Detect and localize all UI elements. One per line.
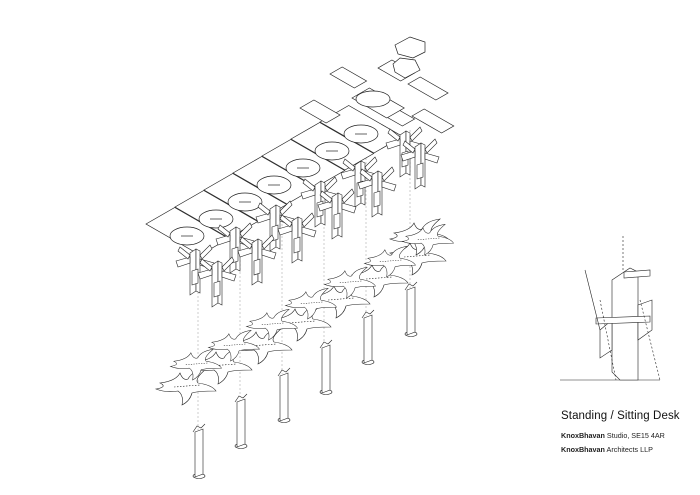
support-bracket [385,126,425,178]
beam-node [169,349,222,381]
support-bracket [237,234,277,286]
support-bracket [357,166,397,218]
top-block [392,57,421,79]
drawing-caption: Standing / Sitting Desk KnoxBhavan Studi… [561,410,696,457]
support-bracket [197,256,237,308]
top-panel [299,99,341,124]
firm-line: KnoxBhavan Architects LLP [561,443,696,457]
section-top [623,269,651,279]
beam-node [401,224,454,256]
floor-post [404,281,418,337]
support-bracket [175,244,215,296]
floor-post [192,423,206,479]
section-column [611,267,639,381]
beam-node [284,288,337,320]
section-desk-low [595,315,651,325]
support-brackets [175,126,440,308]
firm-suffix: Architects LLP [604,445,653,454]
floor-post [361,309,375,365]
cross-beam-nodes [154,218,454,406]
section-guide [599,299,617,381]
beam-node [323,267,376,299]
top-block [394,36,426,59]
beam-node [207,330,260,362]
section-brace [584,269,601,331]
desktop-panels [145,36,455,256]
drawing-title: Standing / Sitting Desk [561,410,680,422]
floor-posts [192,281,418,479]
beam-node [245,309,298,341]
studio-line: KnoxBhavan Studio, SE15 4AR [561,429,696,443]
floor-post [234,393,248,449]
beam-node [363,246,416,278]
firm-name: KnoxBhavan [561,445,605,454]
top-panel [407,76,449,101]
support-bracket [317,188,357,240]
top-panel [329,66,368,89]
floor-post [277,367,291,423]
top-panel [411,108,455,134]
panel-cutout [355,90,391,108]
beam-node [154,368,217,406]
floor-post [319,339,333,395]
section-guide [639,299,661,381]
section-detail [560,236,661,381]
support-bracket [400,138,440,190]
studio-address: Studio, SE15 4AR [604,431,665,440]
studio-name: KnoxBhavan [561,431,605,440]
support-bracket [277,212,317,264]
